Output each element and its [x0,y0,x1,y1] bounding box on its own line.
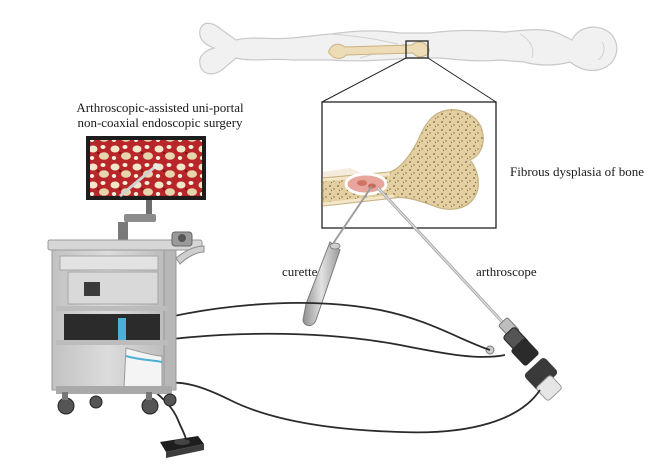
curette [302,185,373,327]
curette-label: curette [282,264,318,279]
surgery-title-line1: Arthroscopic-assisted uni-portal [76,100,244,115]
inset-panel [321,101,497,229]
foot-pedal [160,436,204,458]
endoscopy-cart [47,231,205,415]
arthroscope-label: arthroscope [476,264,537,279]
zoom-box [405,40,429,59]
zoom-line-left [321,57,407,103]
monitor [86,136,206,244]
lesion-label: Fibrous dysplasia of bone [510,164,644,179]
surgery-title-line2: non-coaxial endoscopic surgery [77,115,243,130]
arthroscope [376,186,562,401]
camera-head [524,358,562,401]
zoom-line-right [427,57,497,103]
femur-bone [328,41,430,59]
surgery-title-label: Arthroscopic-assisted uni-portal non-coa… [50,100,270,130]
